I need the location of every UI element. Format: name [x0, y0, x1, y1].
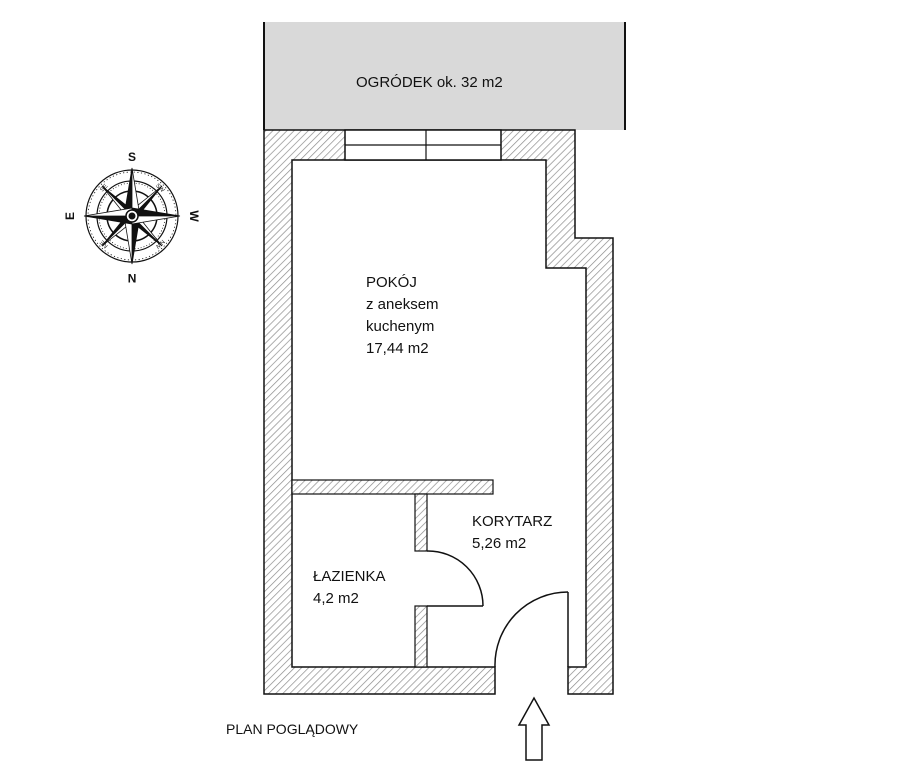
- garden-label: OGRÓDEK ok. 32 m2: [356, 74, 503, 91]
- living-line-2: z aneksem: [366, 296, 439, 313]
- partition-wall-vertical-upper: [414, 493, 428, 552]
- outer-walls: [263, 129, 614, 695]
- garden-area: [264, 22, 625, 130]
- living-line-3: kuchenym: [366, 318, 435, 335]
- compass-rose-icon: S N E W SE SW NE NW: [63, 150, 201, 285]
- room-label-corridor: KORYTARZ 5,26 m2: [472, 511, 552, 555]
- compass-label-top-left: SE: [99, 183, 109, 193]
- living-line-1: POKÓJ: [366, 274, 417, 291]
- compass-label-top: S: [128, 150, 136, 164]
- bathroom-line-2: 4,2 m2: [313, 590, 359, 607]
- corridor-line-2: 5,26 m2: [472, 535, 527, 552]
- entrance-arrow-icon: [517, 696, 551, 761]
- partition-wall-vertical-lower: [414, 605, 428, 668]
- room-label-bathroom: ŁAZIENKA 4,2 m2: [313, 566, 386, 610]
- entrance-door: [494, 591, 569, 668]
- room-label-living: POKÓJ z aneksem kuchenym 17,44 m2: [366, 272, 439, 360]
- compass-label-bottom-left: NE: [99, 239, 109, 249]
- compass-label-bottom: N: [128, 271, 137, 285]
- bathroom-door: [426, 550, 484, 607]
- compass-label-right: W: [187, 210, 201, 222]
- window: [344, 129, 502, 161]
- compass-label-left: E: [63, 212, 77, 220]
- compass-label-bottom-right: NW: [154, 238, 166, 250]
- partition-wall-horizontal: [291, 479, 494, 495]
- compass-label-top-right: SW: [154, 183, 165, 194]
- corridor-line-1: KORYTARZ: [472, 513, 553, 530]
- plan-caption: PLAN POGLĄDOWY: [226, 721, 359, 737]
- living-line-4: 17,44 m2: [366, 340, 429, 357]
- bathroom-line-1: ŁAZIENKA: [313, 568, 386, 585]
